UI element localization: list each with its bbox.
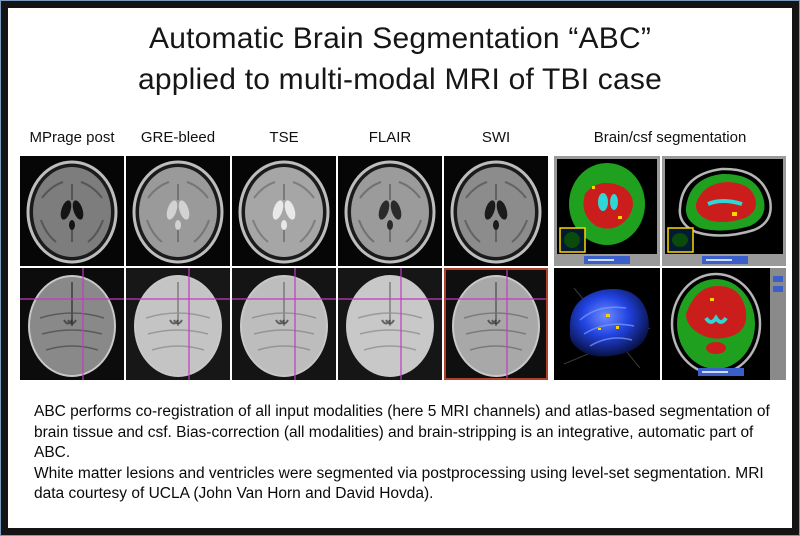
slide-title: Automatic Brain Segmentation “ABC” appli… [8, 18, 792, 101]
seg-axial-view [554, 156, 660, 266]
mri-axial-mprage-post [20, 156, 124, 266]
slide: Automatic Brain Segmentation “ABC” appli… [8, 8, 792, 528]
mri-coronal-mprage-post [20, 268, 124, 380]
column-label-flair: FLAIR [368, 129, 412, 146]
caption-paragraph-1: ABC performs co-registration of all inpu… [34, 403, 770, 462]
seg-sagittal-view [662, 156, 786, 266]
title-line-2: applied to multi-modal MRI of TBI case [138, 63, 662, 97]
mri-coronal-gre-bleed [126, 268, 230, 380]
brain-3d-render [554, 268, 660, 380]
column-label-mprage-post: MPrage post [29, 129, 115, 146]
mri-axial-tse [232, 156, 336, 266]
title-line-1: Automatic Brain Segmentation “ABC” [148, 22, 652, 55]
mri-coronal-tse [232, 268, 336, 380]
caption-text: ABC performs co-registration of all inpu… [34, 402, 776, 505]
seg-coronal-view [662, 268, 786, 380]
column-label-tse: TSE [269, 129, 299, 146]
caption-paragraph-2: White matter lesions and ventricles were… [34, 464, 764, 503]
mri-coronal-flair [338, 268, 442, 380]
column-label-swi: SWI [481, 129, 511, 146]
mri-coronal-swi [444, 268, 548, 380]
mri-axial-swi [444, 156, 548, 266]
mri-axial-flair [338, 156, 442, 266]
segmentation-label: Brain/csf segmentation [593, 129, 747, 146]
mri-axial-gre-bleed [126, 156, 230, 266]
column-label-gre-bleed: GRE-bleed [140, 129, 216, 146]
